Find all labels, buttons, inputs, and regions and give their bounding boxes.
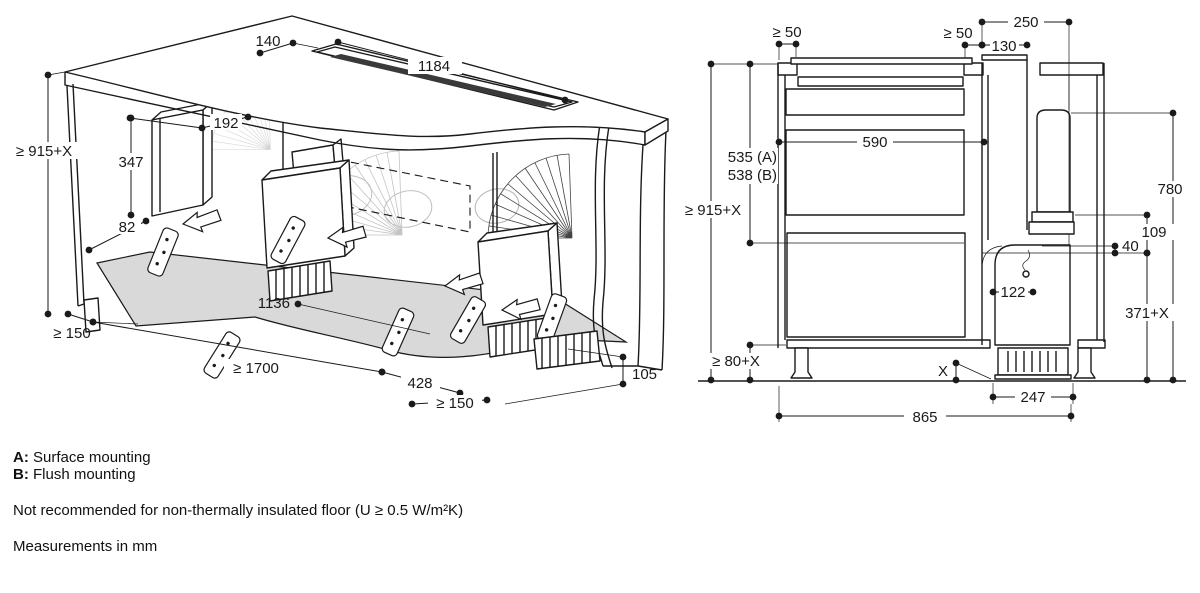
dim-blower-width: 122	[989, 284, 1037, 301]
cable-squiggle	[1022, 249, 1030, 271]
legend-text-b: Flush mounting	[28, 466, 136, 483]
dim-duct-total: 250	[978, 14, 1073, 110]
worktop-hatch-right	[1039, 62, 1104, 76]
legend-line-b: B: Flush mounting	[13, 466, 463, 483]
dim-duct-total-label: 250	[1013, 14, 1038, 31]
dim-duct-box-offset: 82	[85, 217, 150, 254]
dim-front-clearance-label: ≥ 150	[436, 395, 473, 412]
cross-section-diagram: ≥ 50 ≥ 50 130 250	[681, 14, 1192, 426]
right-curved-panel	[533, 123, 667, 371]
dim-duct-box-height: 347	[113, 114, 149, 219]
worktop-hatch-mid	[963, 62, 984, 76]
dim-recess-depth-label: 428	[407, 375, 432, 392]
legend-text-a: Surface mounting	[28, 449, 151, 466]
dim-grille-width: 247	[989, 383, 1077, 406]
flex-hose	[1036, 109, 1071, 213]
hose-flange-lower	[1028, 221, 1075, 235]
dim-hose-height-label: 780	[1157, 181, 1182, 198]
dim-mounting-depth: 535 (A) 538 (B)	[718, 60, 964, 247]
dim-side-clearance-label: ≥ 150	[53, 325, 90, 342]
vent-inset	[797, 76, 964, 87]
dim-plinth-height-iso-label: 105	[632, 366, 657, 383]
vent-flange	[790, 57, 973, 65]
dim-duct-box-height-label: 347	[118, 154, 143, 171]
dim-depth-surface-label: 535 (A)	[728, 149, 777, 166]
legend-key-b: B:	[13, 466, 29, 483]
dim-plinth-height-iso: 105	[504, 348, 657, 405]
drawer-lower	[786, 232, 966, 338]
bottom-shelf	[786, 339, 991, 349]
dim-duct-box-width: 192	[126, 113, 252, 132]
dim-appliance-width-label: 590	[862, 134, 887, 151]
dim-outlet-gap: 40	[982, 238, 1147, 257]
dim-worktop-height-iso-label: ≥ 915+X	[16, 143, 72, 160]
hose-flange-upper	[1031, 211, 1074, 223]
dim-cutout-length: 1184	[334, 38, 569, 104]
dim-blower-height-label: 371+X	[1125, 305, 1169, 322]
dim-gap-right: ≥ 50	[943, 25, 986, 58]
dim-plinth-height-section: ≥ 80+X	[702, 341, 786, 384]
dim-top-inset: 140	[255, 33, 319, 57]
dim-gap-left: ≥ 50	[772, 24, 802, 60]
legend-key-a: A:	[13, 449, 29, 466]
legend-line-a: A: Surface mounting	[13, 449, 463, 466]
units-note: Measurements in mm	[13, 538, 158, 555]
section-structure	[698, 54, 1186, 382]
dim-hose-height: 780	[1071, 109, 1192, 384]
dim-duct-box-width-label: 192	[213, 115, 238, 132]
dim-x-bottom: X	[938, 359, 992, 384]
isometric-view-diagram: 140 1184 192 347	[11, 15, 669, 412]
cabinet-leg-left	[790, 347, 813, 379]
section-dimensions: ≥ 50 ≥ 50 130 250	[681, 14, 1192, 426]
dim-recess-depth: 428	[378, 368, 464, 397]
dim-duct-channel-label: 130	[991, 38, 1016, 55]
dim-worktop-height-section-label: ≥ 915+X	[685, 202, 741, 219]
dim-cabinet-width-label: 865	[912, 409, 937, 426]
dim-floor-length-label: ≥ 1700	[233, 360, 279, 377]
dim-outlet-gap-label: 40	[1122, 238, 1139, 255]
dim-gap-left-label: ≥ 50	[772, 24, 801, 41]
dim-gap-right-label: ≥ 50	[943, 25, 972, 42]
dim-depth-flush-label: 538 (B)	[728, 167, 777, 184]
dim-worktop-height-iso: ≥ 915+X	[11, 71, 85, 318]
dim-blower-width-label: 122	[1000, 284, 1025, 301]
left-side-panel	[66, 83, 101, 333]
iso-dimensions: 140 1184 192 347	[11, 33, 657, 412]
dim-appliance-width: 590	[775, 134, 988, 151]
dim-worktop-height-section: ≥ 915+X	[681, 60, 777, 384]
dim-grille-width-label: 247	[1020, 389, 1045, 406]
duct-collar	[981, 54, 1028, 61]
dim-cutout-length-label: 1184	[418, 58, 450, 75]
dim-outlet-offset: 109	[1075, 211, 1175, 257]
dim-floor-length: ≥ 1700	[89, 318, 386, 377]
legend-notes: A: Surface mounting B: Flush mounting No…	[13, 449, 463, 555]
dim-x-bottom-label: X	[938, 363, 948, 380]
dim-floor-depth: 1136	[258, 295, 431, 335]
dim-outlet-offset-label: 109	[1141, 224, 1166, 241]
dim-top-inset-label: 140	[255, 33, 280, 50]
worktop-hatch-left	[777, 62, 798, 76]
dim-plinth-height-section-label: ≥ 80+X	[712, 353, 760, 370]
cabinet-leg-right	[1073, 347, 1096, 379]
dim-floor-depth-label: 1136	[258, 295, 290, 312]
dim-duct-box-offset-label: 82	[119, 219, 136, 236]
floor-insulation-note: Not recommended for non-thermally insula…	[13, 502, 464, 519]
duct-box	[151, 101, 213, 217]
dim-duct-channel: 130	[978, 38, 1031, 55]
dim-front-clearance: ≥ 150	[408, 395, 491, 412]
dim-cabinet-width: 865	[775, 386, 1075, 426]
dim-blower-height: 371+X	[1119, 249, 1177, 384]
bottom-shelf-right	[1077, 339, 1106, 349]
drawer-upper	[785, 88, 965, 116]
